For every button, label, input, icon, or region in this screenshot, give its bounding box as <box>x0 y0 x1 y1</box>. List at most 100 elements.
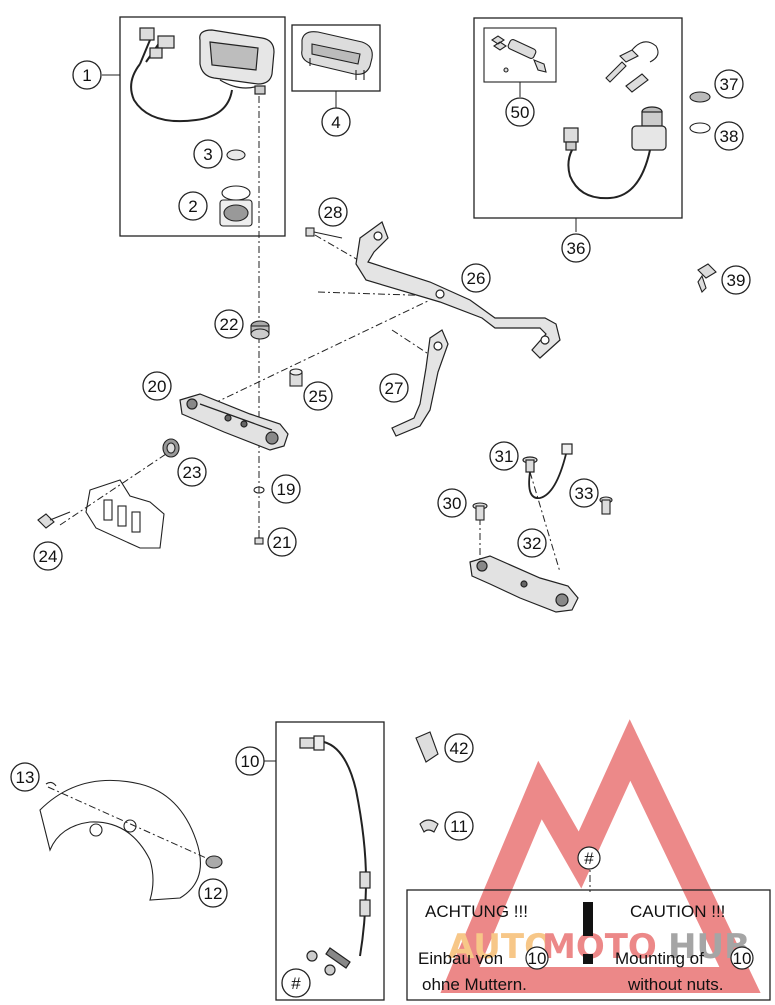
callout-37: 37 <box>714 69 744 99</box>
leader-lines <box>102 74 577 762</box>
caution-ref-de: 10 <box>528 949 547 968</box>
callout-label: 3 <box>203 145 212 164</box>
callout-circle <box>489 441 519 471</box>
callout-circle <box>379 373 409 403</box>
caution-text-de-line2: ohne Muttern. <box>422 975 527 994</box>
callout-label: 13 <box>16 768 35 787</box>
callout-circle <box>271 474 301 504</box>
callout-20: 20 <box>142 371 172 401</box>
speedometer-part <box>130 27 275 123</box>
lock-cylinder-part <box>491 35 547 73</box>
callout-label: 39 <box>727 271 746 290</box>
caution-text-de-line1: Einbau von <box>418 949 503 968</box>
callout-39: 39 <box>721 265 751 295</box>
callout-27: 27 <box>379 373 409 403</box>
callout-circle <box>437 488 467 518</box>
callout-1: 1 <box>72 60 102 90</box>
rubber-bush-part <box>162 438 180 458</box>
callout-circle <box>72 60 102 90</box>
ignition-switch-part <box>563 106 667 200</box>
callout-circle <box>142 371 172 401</box>
callout-30: 30 <box>437 488 467 518</box>
triple-clamp-bracket-part <box>179 393 289 451</box>
callout-28: 28 <box>318 197 348 227</box>
callout-circle <box>505 97 535 127</box>
switch-cable-part <box>522 443 573 499</box>
callout-36: 36 <box>561 233 591 263</box>
cable-clip-42-part <box>415 731 439 763</box>
cable-clip-11-part <box>419 819 439 833</box>
callout-circle <box>714 121 744 151</box>
caution-text-en-line2: without nuts. <box>627 975 723 994</box>
exclamation-dot-icon <box>583 954 593 964</box>
callout-circle <box>444 811 474 841</box>
callout-circle <box>267 527 297 557</box>
callout-label: 11 <box>450 817 468 836</box>
group-box-speedometer <box>119 16 286 237</box>
bolt-33-part <box>599 496 613 515</box>
caution-marker: # <box>584 849 594 868</box>
group-box-speed-sensor <box>275 721 385 1001</box>
mounting-bracket-set-part <box>301 31 373 80</box>
caution-title-en: CAUTION !!! <box>630 902 725 921</box>
callout-26: 26 <box>461 263 491 293</box>
watermark-text-moto: MOTO <box>542 927 657 967</box>
nut-12-part <box>205 855 223 869</box>
callout-label: 25 <box>309 387 328 406</box>
callout-circle <box>444 733 474 763</box>
group-box-ignition-lock <box>473 17 683 219</box>
callout-circle <box>461 263 491 293</box>
callout-label: 10 <box>241 752 260 771</box>
callout-circle <box>569 478 599 508</box>
callout-label: 12 <box>204 884 223 903</box>
callout-label: 38 <box>720 127 739 146</box>
callout-32: 32 <box>517 528 547 558</box>
callout-22: 22 <box>214 309 244 339</box>
spacer-sleeve-part <box>289 368 303 387</box>
callout-circle <box>517 528 547 558</box>
callout-label: 24 <box>39 547 58 566</box>
callout-label: 4 <box>331 113 340 132</box>
callout-circle <box>33 541 63 571</box>
lens-ring-part <box>226 149 246 161</box>
callout-label: 42 <box>450 739 469 758</box>
support-arm-part <box>391 329 449 437</box>
callout-circle <box>561 233 591 263</box>
watermark-triangle-graphic <box>440 719 761 993</box>
callout-label: 19 <box>277 480 296 499</box>
washer-ring-part <box>689 122 711 134</box>
callout-4: 4 <box>321 107 351 137</box>
callout-label: 28 <box>324 203 343 222</box>
callout-13: 13 <box>10 762 40 792</box>
battery-cover-part <box>219 185 253 227</box>
callout-3: 3 <box>193 139 223 169</box>
ignition-keys-part <box>605 41 659 93</box>
callout-circle <box>235 746 265 776</box>
callout-42: 42 <box>444 733 474 763</box>
callout-hash: # <box>281 968 311 998</box>
bolt-30-part <box>472 502 488 521</box>
headlight-bracket-part <box>355 221 561 359</box>
speed-sensor-part <box>299 735 371 976</box>
callout-label: 37 <box>720 75 739 94</box>
sensor-bracket-part <box>37 479 165 549</box>
callout-circle <box>193 139 223 169</box>
callout-circle <box>321 107 351 137</box>
callout-label: 36 <box>567 239 586 258</box>
callout-23: 23 <box>177 457 207 487</box>
callout-label: 32 <box>523 534 542 553</box>
callout-label: 22 <box>220 315 239 334</box>
callout-circle <box>198 878 228 908</box>
caution-marker-circle <box>577 846 601 870</box>
callout-circle <box>318 197 348 227</box>
caution-ref-en: 10 <box>733 949 752 968</box>
nut-ring-part <box>689 91 711 103</box>
callout-label: 31 <box>495 447 514 466</box>
caution-box: ACHTUNG !!! CAUTION !!! Einbau von 10 oh… <box>406 889 771 1001</box>
callout-label: 2 <box>188 197 197 216</box>
callout-circle <box>10 762 40 792</box>
callout-21: 21 <box>267 527 297 557</box>
callout-11: 11 <box>444 811 474 841</box>
rubber-grommet-part <box>250 320 270 340</box>
